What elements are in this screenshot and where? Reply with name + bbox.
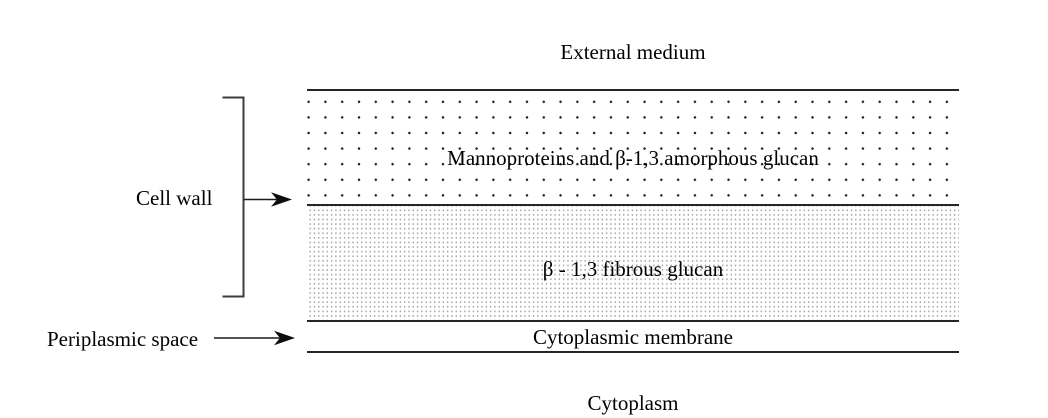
cytoplasmic-membrane-label: Cytoplasmic membrane — [532, 325, 734, 349]
layer-mannoproteins-amorphous-glucan: Mannoproteins and β-1,3 amorphous glucan — [307, 89, 959, 206]
layer-mannoproteins-label: Mannoproteins and β-1,3 amorphous glucan — [447, 146, 819, 170]
periplasmic-space-label: Periplasmic space — [47, 327, 199, 351]
cell-wall-bracket-icon — [222, 96, 245, 298]
cell-wall-label: Cell wall — [136, 186, 213, 210]
layer-cytoplasmic-membrane: Cytoplasmic membrane — [307, 322, 959, 353]
external-medium-label: External medium — [560, 40, 706, 64]
layer-fibrous-glucan: β - 1,3 fibrous glucan — [307, 206, 959, 322]
periplasmic-space-arrow-icon — [214, 330, 295, 346]
cytoplasm-label: Cytoplasm — [587, 391, 679, 415]
layer-fibrous-glucan-label: β - 1,3 fibrous glucan — [542, 257, 724, 281]
cell-wall-arrow-icon — [244, 192, 292, 207]
